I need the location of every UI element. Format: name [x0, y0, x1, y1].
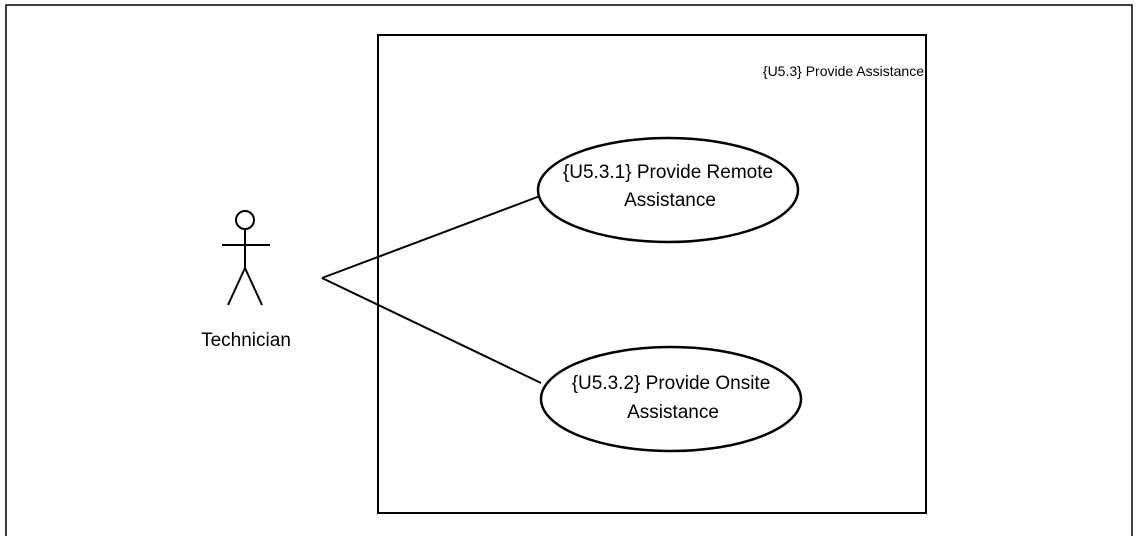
use-case-label-line1: {U5.3.2} Provide Onsite	[572, 373, 771, 394]
actor-label: Technician	[201, 330, 291, 351]
use-case-label-line2: Assistance	[624, 190, 716, 211]
system-boundary	[377, 34, 927, 514]
use-case-ellipse	[536, 136, 800, 244]
use-case-ellipse	[539, 345, 803, 453]
use-case-onsite-assistance: {U5.3.2} Provide Onsite Assistance	[539, 345, 803, 453]
use-case-label-line2: Assistance	[627, 402, 719, 423]
actor-technician: Technician	[201, 210, 291, 351]
system-boundary-label: {U5.3} Provide Assistance	[763, 63, 924, 79]
diagram-frame	[5, 4, 1133, 536]
actor-right-leg	[244, 267, 263, 306]
actor-left-leg	[227, 267, 246, 306]
use-case-remote-assistance: {U5.3.1} Provide Remote Assistance	[536, 136, 800, 244]
association-line-onsite	[321, 277, 542, 384]
association-line-remote	[321, 195, 541, 279]
use-case-label-line1: {U5.3.1} Provide Remote	[563, 162, 773, 183]
